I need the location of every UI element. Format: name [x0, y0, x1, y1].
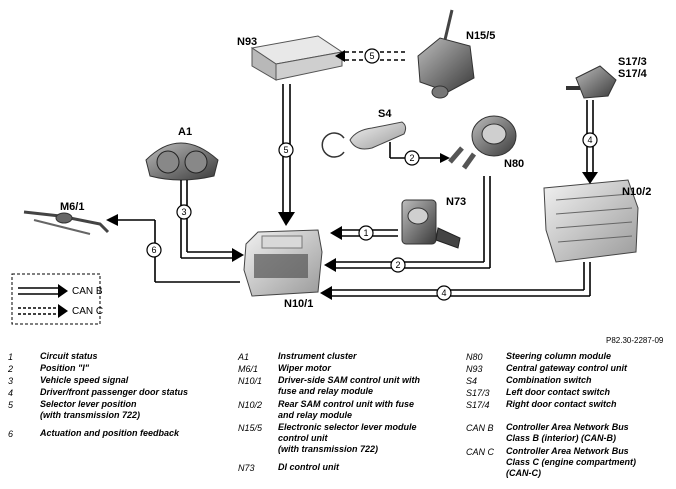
legend-code: S17/4 — [466, 400, 490, 410]
legend-signal-text: Circuit status — [40, 351, 98, 361]
legend-signal-text: Position "I" — [40, 363, 90, 373]
arrow-heads — [106, 50, 598, 300]
legend-signal-num: 4 — [8, 388, 14, 398]
legend-code: N10/1 — [238, 376, 263, 386]
legend-desc: DI control unit — [278, 462, 339, 472]
legend-signal-text: Actuation and position feedback — [40, 428, 180, 438]
can-c-key-label: CAN C — [72, 306, 103, 317]
driver-side-sam-control-unit-image — [243, 229, 323, 297]
label-s4: S4 — [378, 108, 392, 120]
signal-2-label-a: 2 — [409, 153, 414, 163]
label-n93: N93 — [237, 36, 258, 48]
legend-desc: Wiper motor — [278, 363, 331, 373]
legend-desc: Driver-side SAM control unit with fuse a… — [278, 375, 421, 396]
legend-code: N80 — [466, 352, 483, 362]
selector-lever-module-image — [417, 9, 475, 99]
legend-code: N10/2 — [238, 400, 263, 410]
can-b-key-label: CAN B — [72, 286, 103, 297]
legend-desc: Controller Area Network Bus Class B (int… — [506, 422, 629, 443]
central-gateway-unit-image — [250, 35, 344, 81]
legend-signal-num: 3 — [8, 376, 14, 386]
signal-5-label-b: 5 — [283, 145, 288, 155]
signal-4-label-a: 4 — [587, 135, 592, 145]
legend-code: CAN B — [466, 423, 494, 433]
legend-desc: Steering column module — [506, 351, 612, 361]
legend-code: A1 — [238, 352, 250, 362]
label-n10-2: N10/2 — [622, 186, 652, 198]
legend-desc: Central gateway control unit — [506, 363, 628, 373]
door-contact-switch-image — [566, 65, 617, 99]
legend-desc: Combination switch — [506, 375, 592, 385]
legend-code: S17/3 — [466, 388, 490, 398]
bus-key-box: CAN B CAN C — [11, 273, 103, 325]
signal-3-label: 3 — [181, 207, 186, 217]
network-diagram: 5 5 3 6 1 2 2 4 4 CAN B CAN C — [11, 9, 639, 325]
legend-signal-num: 6 — [8, 429, 14, 439]
instrument-cluster-image — [145, 142, 219, 181]
label-n80: N80 — [504, 158, 525, 170]
signal-2-label-b: 2 — [395, 260, 400, 270]
rear-sam-control-unit-image — [543, 179, 639, 263]
combination-switch-image — [321, 121, 407, 158]
label-n15-5: N15/5 — [466, 30, 496, 42]
legend-desc: Right door contact switch — [506, 399, 617, 409]
legend-desc: Instrument cluster — [278, 351, 357, 361]
wiper-motor-image — [23, 210, 110, 235]
legend-signal-text: Vehicle speed signal — [40, 375, 129, 385]
legend-signal-text: Driver/front passenger door status — [40, 387, 189, 397]
legend-desc: Left door contact switch — [506, 387, 611, 397]
signal-6-label: 6 — [151, 245, 156, 255]
label-s17-4: S17/4 — [618, 68, 647, 80]
label-n73: N73 — [446, 196, 467, 208]
legend-desc: Electronic selector lever module control… — [278, 422, 417, 454]
di-control-unit-image — [401, 199, 461, 249]
label-s17-3: S17/3 — [618, 56, 647, 68]
label-a1: A1 — [178, 126, 193, 138]
signal-5-label-a: 5 — [369, 51, 374, 61]
legend-code: CAN C — [466, 447, 495, 457]
steering-column-module-image — [448, 115, 517, 170]
legend-code: S4 — [466, 376, 478, 386]
legend-signal-num: 2 — [8, 364, 14, 374]
legend-desc: Controller Area Network Bus Class C (eng… — [506, 446, 637, 478]
legend-desc: Rear SAM control unit with fuse and rela… — [278, 399, 415, 420]
legend-code: N93 — [466, 364, 483, 374]
signal-number-circles — [146, 48, 598, 301]
legend-signal-text: Selector lever position (with transmissi… — [40, 399, 141, 420]
signal-1-label: 1 — [363, 228, 368, 238]
legend-signal-num: 1 — [8, 352, 14, 362]
label-n10-1: N10/1 — [284, 298, 314, 310]
legend-code: N15/5 — [238, 423, 263, 433]
legend-signal-num: 5 — [8, 400, 14, 410]
label-m6-1: M6/1 — [60, 201, 85, 213]
signal-4-label-b: 4 — [441, 288, 446, 298]
legend-code: M6/1 — [238, 364, 259, 374]
figure-reference: P82.30-2287-09 — [606, 336, 664, 345]
legend-code: N73 — [238, 463, 255, 473]
